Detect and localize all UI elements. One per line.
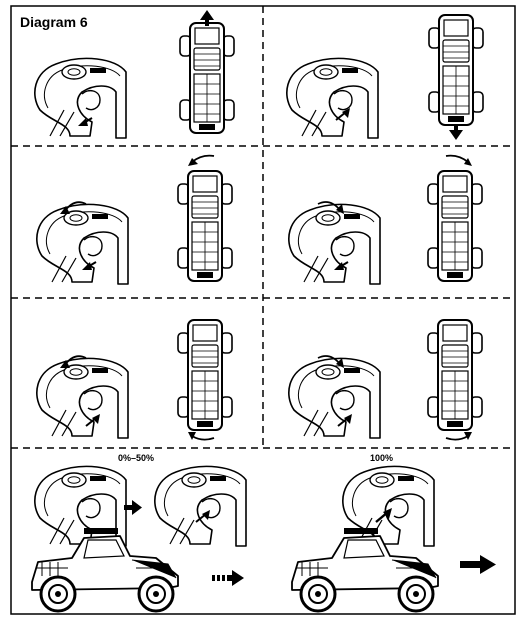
- truck-side-view: [32, 528, 178, 611]
- panel-reverse-right: [289, 320, 482, 440]
- panel-reverse-left: [37, 320, 232, 440]
- truck-top-view: [428, 320, 482, 430]
- solid-arrow-icon: [460, 555, 496, 574]
- arrow-down-icon: [449, 130, 463, 140]
- panel-forward-right: [289, 156, 482, 284]
- truck-top-view: [178, 320, 232, 430]
- diagram-title: Diagram 6: [20, 14, 88, 30]
- controller-illustration: [155, 466, 246, 546]
- controller-illustration: [35, 58, 126, 138]
- controller-illustration: [289, 204, 380, 284]
- panel-forward-left: [37, 156, 232, 284]
- panel-speed-full: [292, 466, 496, 611]
- arrow-bottom-left-icon: [192, 436, 214, 440]
- controller-illustration: [287, 58, 378, 138]
- controller-illustration: [37, 358, 128, 438]
- truck-top-view: [180, 23, 234, 133]
- throttle-partial-label: 0%–50%: [118, 453, 154, 463]
- controller-illustration: [37, 204, 128, 284]
- arrow-bottom-right-icon: [446, 436, 468, 440]
- arrow-top-left-icon: [192, 156, 214, 162]
- controller-illustration: [35, 466, 126, 546]
- panel-speed-partial: [32, 466, 246, 611]
- arrow-top-right-icon: [446, 156, 468, 162]
- arrow-up-icon: [200, 10, 214, 20]
- truck-top-view: [429, 15, 483, 125]
- truck-side-view: [292, 528, 438, 611]
- sequence-arrow-icon: [124, 505, 132, 510]
- controller-illustration: [289, 358, 380, 438]
- controller-illustration: [343, 466, 434, 546]
- throttle-full-label: 100%: [370, 453, 393, 463]
- truck-top-view: [428, 171, 482, 281]
- panel-reverse: [287, 15, 483, 140]
- truck-top-view: [178, 171, 232, 281]
- dashed-arrow-icon: [212, 570, 244, 586]
